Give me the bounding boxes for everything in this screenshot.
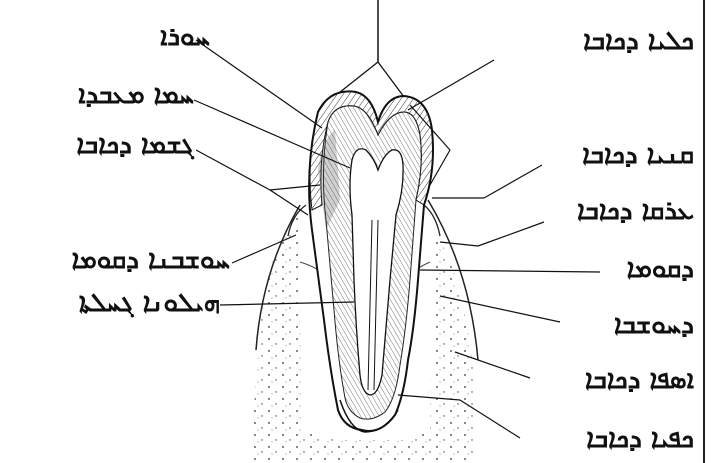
label-pulp-horn: ܚܡܐ ܡܥܒܕܐ xyxy=(8,80,194,110)
label-bone: ܕܩܘܡܐ xyxy=(602,254,694,284)
label-dentin: ܩܢܝܐ ܕܟܐܒܐ xyxy=(544,140,694,170)
label-pulp-chamber: ܚܘܪܐ xyxy=(100,22,210,52)
right-border-line xyxy=(703,0,705,463)
label-root-apex: ܐܣܦܐ ܕܟܐܒܐ xyxy=(516,365,694,395)
label-apical-foramen: ܟܦܝܐ ܕܟܐܒܐ xyxy=(516,424,694,454)
label-periodontal-ligament: ܚܘܫܒܢܐ ܕܩܘܡܐ xyxy=(4,245,230,275)
label-cementum: ܥܪܩܐ ܕܟܐܒܐ xyxy=(546,196,694,226)
label-enamel: ܟܠܝܐ ܕܟܐܒܐ xyxy=(496,26,694,56)
label-pulp-tissue: ܓܫܡܐ ܕܟܐܒܐ xyxy=(18,130,194,160)
label-gingiva: ܕܚܘܫܒܐ xyxy=(560,310,694,340)
label-root-canal: ܗܝܠܘܢܐ ܓܚܠܬܐ xyxy=(8,288,220,318)
